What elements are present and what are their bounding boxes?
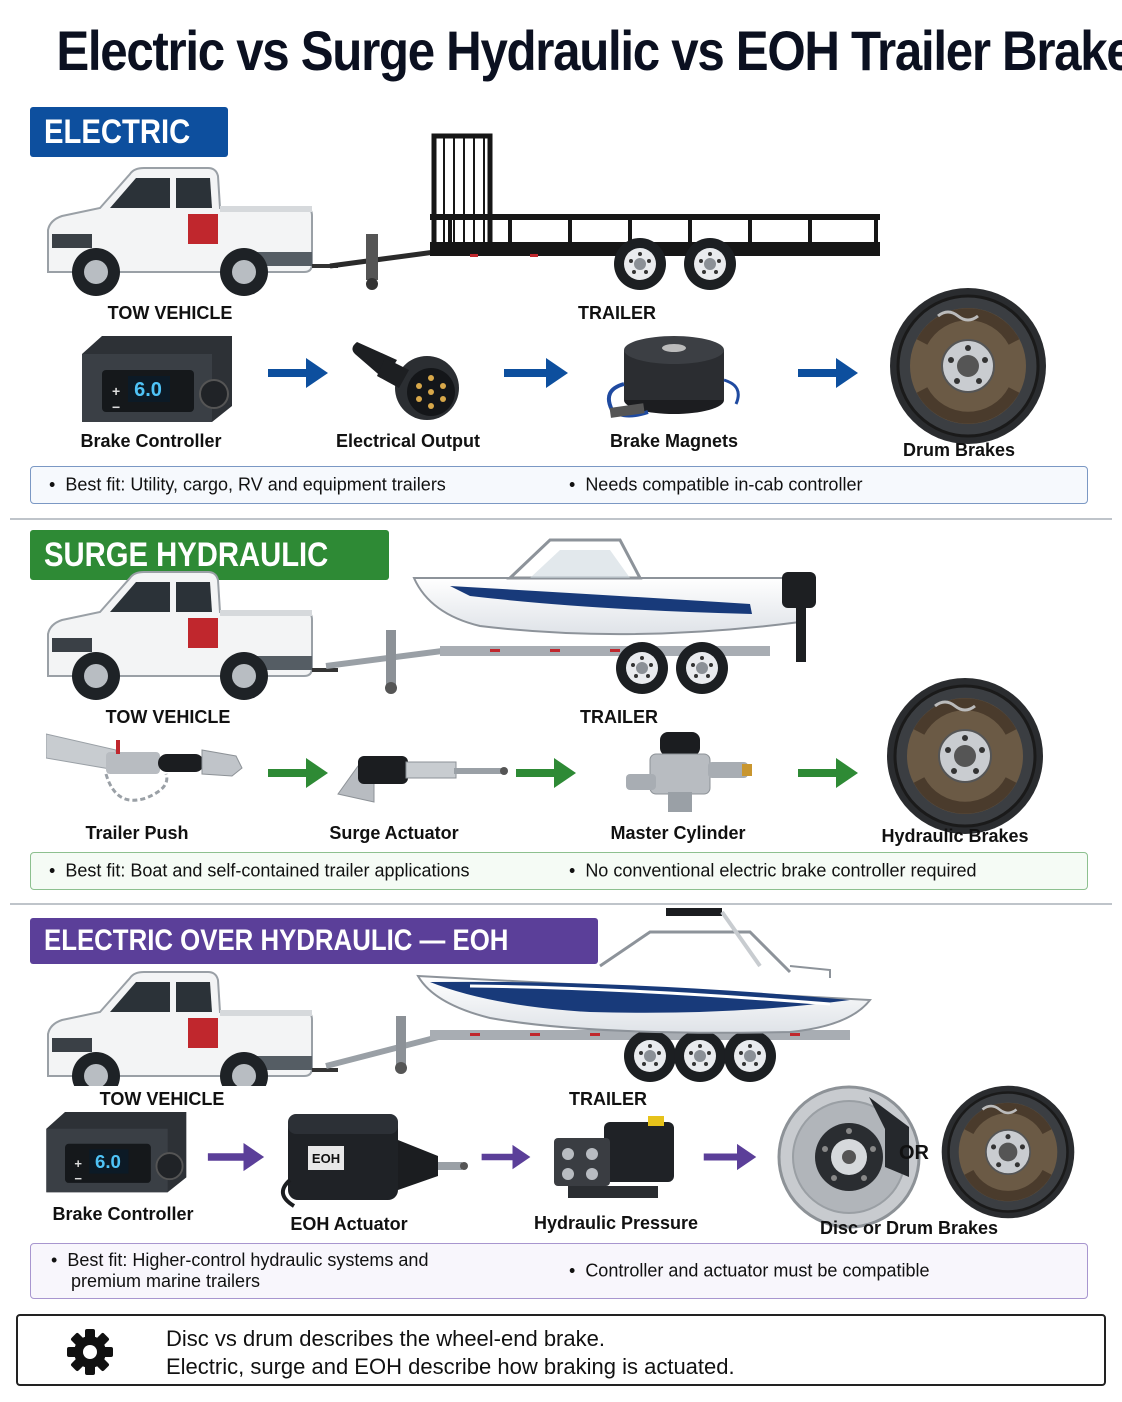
surge-actuator-icon xyxy=(337,756,508,803)
svg-text:6.0: 6.0 xyxy=(95,1151,121,1172)
electric-bullet-1: Best fit: Utility, cargo, RV and equipme… xyxy=(65,474,446,495)
eoh-brake-controller-icon: 6.0 xyxy=(46,1112,188,1194)
svg-text:EOH: EOH xyxy=(312,1151,340,1166)
drum-brake-icon xyxy=(940,1084,1076,1220)
brake-magnet-icon xyxy=(607,336,740,418)
electric-best-fit-box: • Best fit: Utility, cargo, RV and equip… xyxy=(30,466,1088,504)
surge-component-1: Trailer Push xyxy=(85,823,189,843)
electric-component-3: Brake Magnets xyxy=(609,431,739,451)
eoh-bullet-1: Best fit: Higher-control hydraulic syste… xyxy=(67,1250,429,1270)
arrow-right-icon xyxy=(516,758,576,788)
gear-icon xyxy=(67,1329,113,1375)
section-eoh: ELECTRIC OVER HYDRAULIC — EOH TOW VEHICL… xyxy=(30,908,1088,1299)
arrow-right-icon xyxy=(504,358,568,388)
electric-component-1: Brake Controller xyxy=(80,431,222,451)
electric-tow-label: TOW VEHICLE xyxy=(107,303,233,323)
electric-tow-scene xyxy=(46,133,880,298)
section-badge-electric: ELECTRIC xyxy=(30,107,228,157)
or-label: OR xyxy=(899,1142,929,1164)
svg-text:6.0: 6.0 xyxy=(134,379,162,401)
arrow-right-icon xyxy=(481,1144,531,1170)
electric-bullet-2: Needs compatible in-cab controller xyxy=(585,474,863,495)
eoh-component-1: Brake Controller xyxy=(52,1204,194,1224)
eoh-component-4: Disc or Drum Brakes xyxy=(819,1218,999,1238)
page-title: Electric vs Surge Hydraulic vs EOH Trail… xyxy=(56,19,1122,82)
surge-bullet-2: No conventional electric brake controlle… xyxy=(585,860,977,881)
arrow-right-icon xyxy=(798,758,858,788)
hydraulic-pressure-unit-icon xyxy=(554,1116,674,1198)
eoh-component-3: Hydraulic Pressure xyxy=(533,1213,699,1233)
trailer-push-icon xyxy=(46,733,243,802)
eoh-bullet-1-cont: premium marine trailers xyxy=(71,1271,261,1291)
electrical-plug-icon xyxy=(352,342,459,420)
master-cylinder-icon xyxy=(626,732,752,812)
arrow-right-icon xyxy=(703,1143,757,1171)
surge-component-3: Master Cylinder xyxy=(610,823,746,843)
section-electric: ELECTRIC TOW VEHICLE TRAILER xyxy=(0,0,1122,520)
arrow-right-icon xyxy=(268,758,328,788)
section-divider xyxy=(10,518,1112,520)
surge-tow-label: TOW VEHICLE xyxy=(105,707,231,727)
brake-controller-icon: 6.0 xyxy=(82,336,233,423)
electric-component-2: Electrical Output xyxy=(335,431,481,451)
arrow-right-icon xyxy=(207,1142,265,1172)
surge-trailer-label: TRAILER xyxy=(580,707,658,727)
section-surge: SURGE HYDRAULIC TOW VEHICLE TRAILER xyxy=(30,530,1088,890)
surge-component-2: Surge Actuator xyxy=(329,823,459,843)
electric-trailer-label: TRAILER xyxy=(578,303,656,323)
footer-note-line-1: Disc vs drum describes the wheel-end bra… xyxy=(166,1326,605,1351)
eoh-trailer-label: TRAILER xyxy=(569,1089,647,1109)
surge-tow-scene xyxy=(46,538,816,700)
arrow-right-icon xyxy=(798,358,858,388)
eoh-actuator-icon: EOH xyxy=(281,1114,468,1208)
surge-best-fit-box: • Best fit: Boat and self-contained trai… xyxy=(30,852,1088,890)
surge-bullet-1: Best fit: Boat and self-contained traile… xyxy=(65,860,470,881)
arrow-right-icon xyxy=(268,358,328,388)
eoh-component-2: EOH Actuator xyxy=(290,1214,408,1234)
footer-note: Disc vs drum describes the wheel-end bra… xyxy=(16,1314,1106,1386)
eoh-best-fit-box: • Best fit: Higher-control hydraulic sys… xyxy=(30,1243,1088,1299)
footer-note-line-2: Electric, surge and EOH describe how bra… xyxy=(166,1354,735,1379)
electric-component-4: Drum Brakes xyxy=(902,440,1016,460)
section-divider xyxy=(10,903,1112,905)
surge-component-4: Hydraulic Brakes xyxy=(881,826,1029,846)
eoh-tow-scene xyxy=(46,908,872,1086)
section-badge-eoh: ELECTRIC OVER HYDRAULIC — EOH xyxy=(30,918,599,964)
eoh-tow-label: TOW VEHICLE xyxy=(99,1089,225,1109)
eoh-bullet-2: Controller and actuator must be compatib… xyxy=(585,1260,930,1281)
